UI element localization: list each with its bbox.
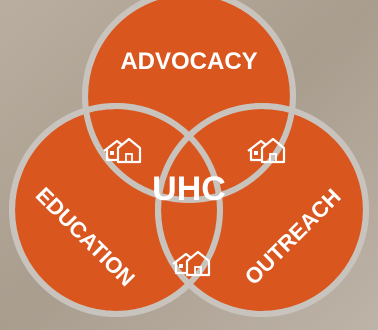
label-uhc: UHC (152, 170, 226, 208)
label-advocacy: ADVOCACY (120, 48, 257, 75)
